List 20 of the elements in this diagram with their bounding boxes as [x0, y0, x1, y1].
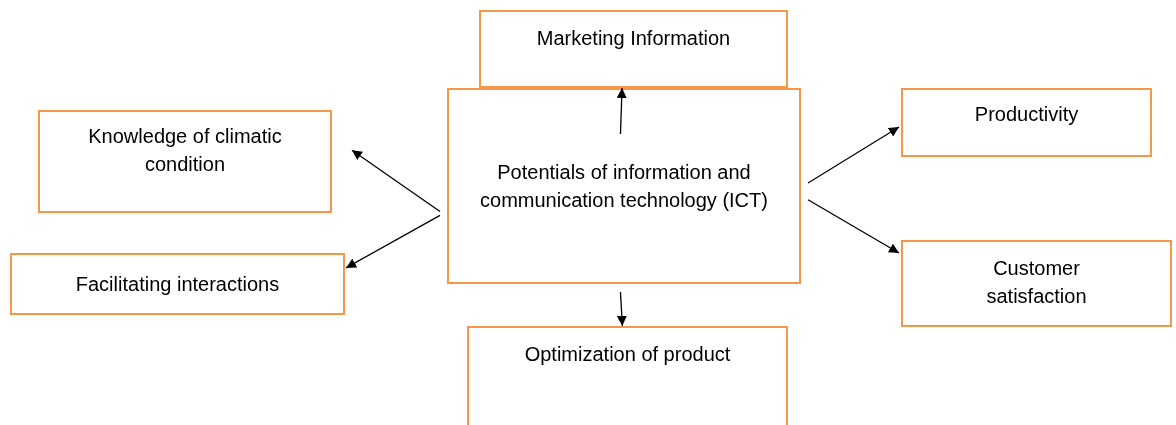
process-box	[38, 110, 332, 213]
box-label: Customer satisfaction	[985, 256, 1088, 309]
process-box	[479, 10, 788, 88]
arrow	[616, 291, 627, 327]
process-box	[901, 240, 1172, 327]
box-label: Potentials of information and communication technology (ICT)	[479, 160, 769, 213]
box-label: Productivity	[974, 102, 1079, 127]
arrow	[351, 149, 441, 213]
arrow	[807, 199, 900, 254]
process-box	[901, 88, 1152, 157]
process-box	[10, 253, 345, 315]
process-box	[467, 326, 788, 425]
arrow	[807, 126, 900, 184]
arrow	[616, 87, 627, 135]
box-label: Knowledge of climatic condition	[87, 124, 283, 177]
arrow	[345, 214, 441, 269]
process-box	[447, 88, 801, 284]
box-label: Marketing Information	[536, 26, 731, 51]
box-label: Optimization of product	[524, 342, 731, 367]
box-label: Facilitating interactions	[75, 272, 280, 297]
